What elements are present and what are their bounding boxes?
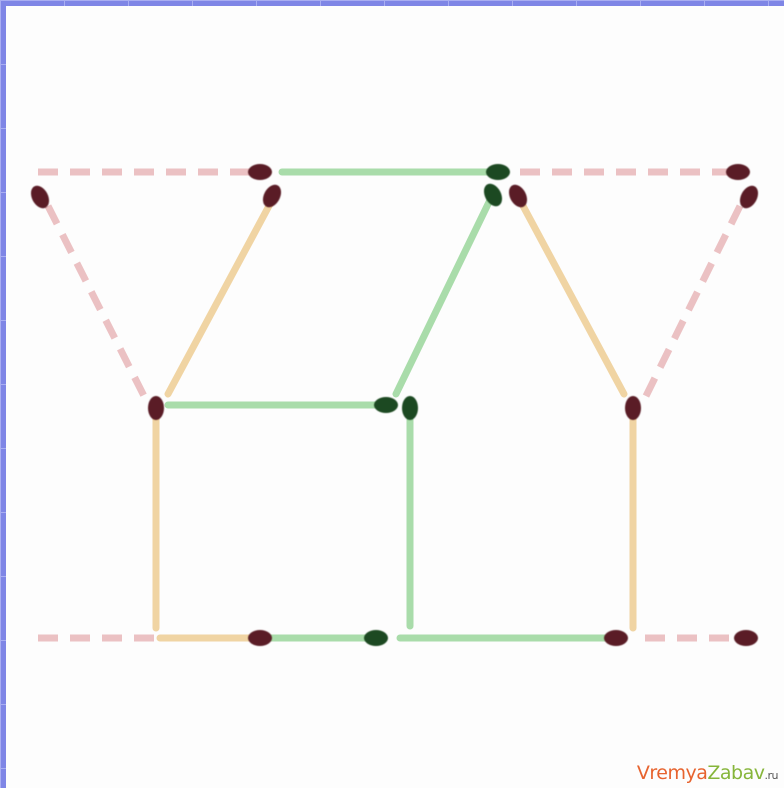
match-head <box>374 397 398 413</box>
match-head <box>248 630 272 646</box>
match-head <box>259 182 284 211</box>
green-heads <box>364 164 510 646</box>
watermark-logo: VremyaZabav.ru <box>637 762 778 784</box>
match-head <box>726 164 750 180</box>
watermark-part-3: .ru <box>765 769 779 782</box>
match-head <box>625 396 641 420</box>
match-head <box>734 630 758 646</box>
tan-matches <box>156 204 633 638</box>
tan-match-right-diagonal <box>522 204 624 394</box>
dashed-diag-right <box>645 206 740 398</box>
match-head <box>486 164 510 180</box>
watermark-part-2: Zabav <box>707 762 764 784</box>
match-head <box>364 630 388 646</box>
match-head <box>604 630 628 646</box>
tan-match-left-diagonal <box>168 204 270 394</box>
dashed-diag-left <box>48 206 145 398</box>
match-head <box>248 164 272 180</box>
match-head <box>402 396 418 420</box>
watermark-part-1: Vremya <box>637 762 707 784</box>
green-match-diagonal <box>396 200 490 394</box>
match-head <box>148 396 164 420</box>
